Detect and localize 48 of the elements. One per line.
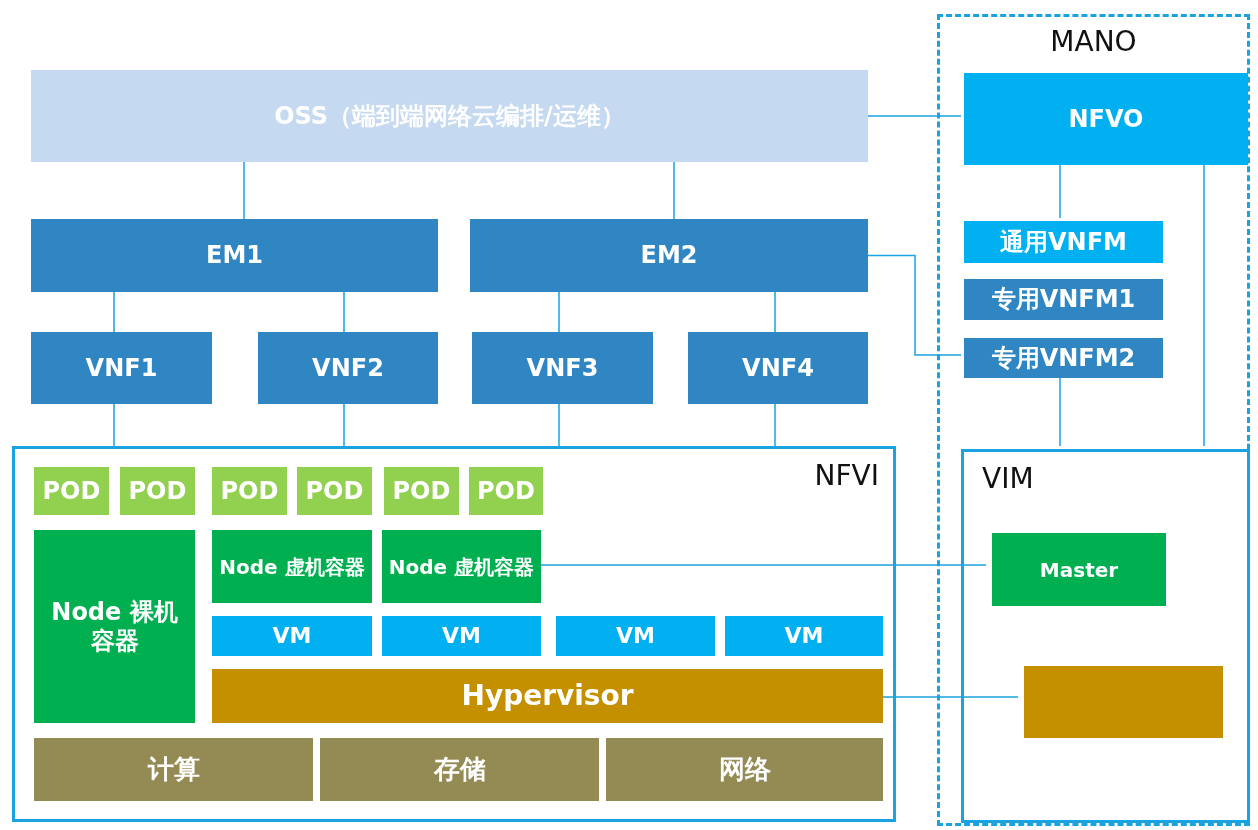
system-box: VNF4	[688, 332, 868, 404]
resource-tile: 计算	[34, 738, 313, 801]
resource-tile: 网络	[606, 738, 883, 801]
connector-line	[558, 403, 560, 447]
system-box: VNF2	[258, 332, 438, 404]
connector-line	[113, 403, 115, 447]
group-title: MANO	[1050, 25, 1137, 59]
system-box: 专用VNFM2	[964, 338, 1163, 378]
connector-line	[867, 115, 962, 117]
system-box: EM2	[470, 219, 868, 292]
system-box: 通用VNFM	[964, 221, 1163, 263]
vm-tile: VM	[382, 616, 541, 656]
group-title: VIM	[982, 462, 1034, 496]
connector-line	[243, 161, 245, 220]
group-frame	[12, 446, 896, 822]
connector-line	[343, 291, 345, 333]
node-box: Node 虚机容器	[382, 530, 541, 603]
pod-tile: POD	[469, 467, 543, 515]
hypervisor-bar: Hypervisor	[212, 669, 883, 723]
connector-line	[774, 403, 776, 447]
node-box: Node 裸机容器	[34, 530, 195, 723]
connector-line	[673, 161, 675, 220]
connector-line	[774, 291, 776, 333]
vm-tile: VM	[212, 616, 372, 656]
group-title: NFVI	[814, 459, 879, 493]
vm-tile: VM	[725, 616, 883, 656]
pod-tile: POD	[120, 467, 195, 515]
system-box: NFVO	[964, 73, 1248, 165]
system-box: 专用VNFM1	[964, 279, 1163, 320]
pod-tile: POD	[384, 467, 459, 515]
system-box: EM1	[31, 219, 438, 292]
connector-line	[558, 291, 560, 333]
group-frame	[961, 449, 1250, 823]
master-box: Master	[992, 533, 1166, 606]
connector-line	[113, 291, 115, 333]
pod-tile: POD	[34, 467, 109, 515]
pod-tile: POD	[297, 467, 372, 515]
system-box: VNF1	[31, 332, 212, 404]
dashed-group-frame	[937, 14, 1250, 826]
node-box: Node 虚机容器	[212, 530, 372, 603]
connector-line	[867, 254, 962, 356]
resource-tile: 存储	[320, 738, 599, 801]
empty-box	[1024, 666, 1223, 738]
system-box: VNF3	[472, 332, 653, 404]
pod-tile: POD	[212, 467, 287, 515]
system-box: OSS（端到端网络云编排/运维）	[31, 70, 868, 162]
vm-tile: VM	[556, 616, 715, 656]
connector-line	[343, 403, 345, 447]
